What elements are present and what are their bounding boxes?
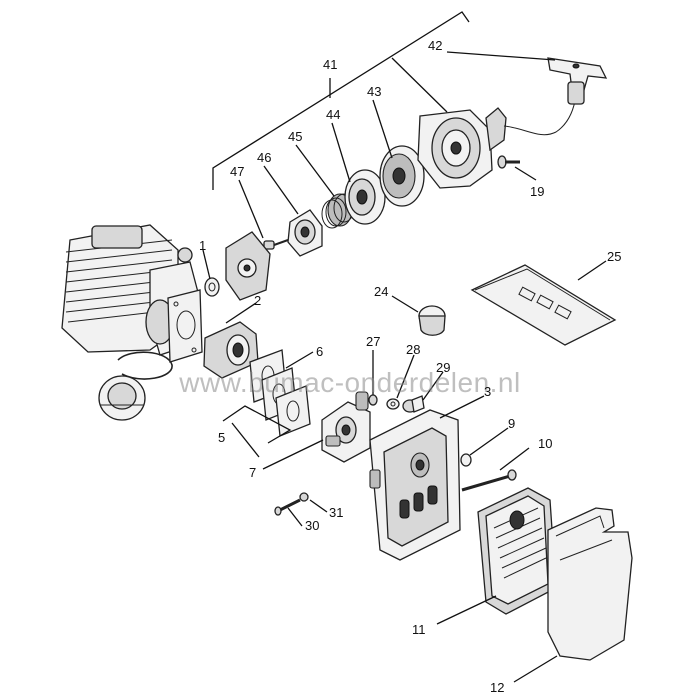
piston-ring — [117, 351, 173, 380]
piston — [98, 375, 146, 421]
part-2-gasket — [167, 289, 203, 363]
watermark-text: www.bumac-onderdelen.nl — [178, 367, 520, 398]
callout-45: 45 — [288, 129, 302, 144]
part-30-nipple — [274, 498, 301, 516]
callout-6: 6 — [316, 344, 323, 359]
part-24-cap — [418, 305, 446, 336]
callout-46: 46 — [257, 150, 271, 165]
callout-27: 27 — [366, 334, 380, 349]
part-3-filter-housing — [369, 409, 461, 561]
part-12-cover — [547, 507, 633, 661]
callout-3: 3 — [484, 384, 491, 399]
part-11-air-filter — [477, 487, 557, 615]
part-43-spring-housing — [379, 145, 425, 207]
fan-plate — [225, 231, 271, 301]
part-19-bolt — [497, 155, 520, 169]
part-10-bolt — [461, 469, 517, 492]
callout-31: 31 — [329, 505, 343, 520]
leader-lines — [202, 51, 607, 683]
bracket-41 — [212, 11, 470, 190]
callout-1: 1 — [199, 238, 206, 253]
callout-41: 41 — [323, 57, 337, 72]
part-25-bag — [470, 264, 617, 346]
callout-labels: 41 42 43 44 45 46 47 19 1 2 6 5 7 24 27 … — [199, 38, 621, 695]
part-28-washer — [386, 398, 400, 410]
part-29-valve — [402, 395, 425, 413]
callout-11: 11 — [412, 622, 426, 637]
callout-7: 7 — [249, 465, 256, 480]
engine-cylinder — [61, 224, 201, 356]
part-7-carburetor — [321, 391, 371, 463]
part-1-washer — [204, 277, 220, 297]
callout-5: 5 — [218, 430, 225, 445]
callout-2: 2 — [254, 293, 261, 308]
callout-30: 30 — [305, 518, 319, 533]
callout-19: 19 — [530, 184, 544, 199]
part-44-rope-pulley — [344, 169, 386, 225]
starter-housing — [417, 94, 577, 189]
callout-9: 9 — [508, 416, 515, 431]
callout-42: 42 — [428, 38, 442, 53]
part-42-handle — [547, 57, 608, 105]
callout-10: 10 — [538, 436, 552, 451]
part-47-screw — [263, 239, 289, 250]
part-6-gaskets — [249, 349, 311, 437]
callout-24: 24 — [374, 284, 388, 299]
bracket-5 — [222, 405, 292, 444]
callout-44: 44 — [326, 107, 340, 122]
callout-29: 29 — [436, 360, 450, 375]
part-31-washer — [299, 492, 309, 502]
part-9-washer — [460, 453, 472, 467]
callout-12: 12 — [490, 680, 504, 695]
callout-43: 43 — [367, 84, 381, 99]
callout-25: 25 — [607, 249, 621, 264]
part-46-pulley — [287, 209, 323, 257]
callout-47: 47 — [230, 164, 244, 179]
callout-28: 28 — [406, 342, 420, 357]
